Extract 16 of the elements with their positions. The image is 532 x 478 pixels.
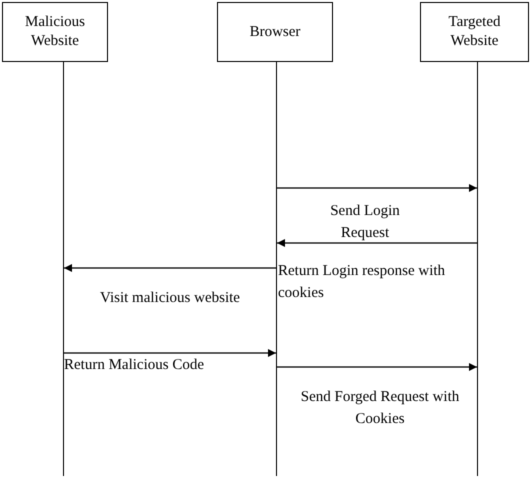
participant-box: Targeted Website bbox=[420, 2, 529, 62]
lifeline bbox=[477, 62, 478, 476]
message-label: Return Malicious Code bbox=[64, 356, 205, 375]
lifeline bbox=[63, 62, 64, 476]
message-arrow bbox=[277, 363, 477, 371]
message-arrow bbox=[277, 184, 477, 192]
message-label: Visit malicious website bbox=[99, 289, 241, 308]
participant-box: Malicious Website bbox=[2, 2, 108, 62]
message-label: Send Login Request bbox=[329, 202, 401, 243]
lifeline bbox=[276, 62, 277, 476]
message-label: Return Login response with cookies bbox=[278, 262, 446, 303]
participant-box: Browser bbox=[217, 2, 333, 62]
message-arrow bbox=[64, 349, 276, 357]
message-label: Send Forged Request with Cookies bbox=[300, 388, 460, 429]
message-arrow bbox=[64, 264, 276, 272]
message-arrow bbox=[277, 239, 477, 247]
